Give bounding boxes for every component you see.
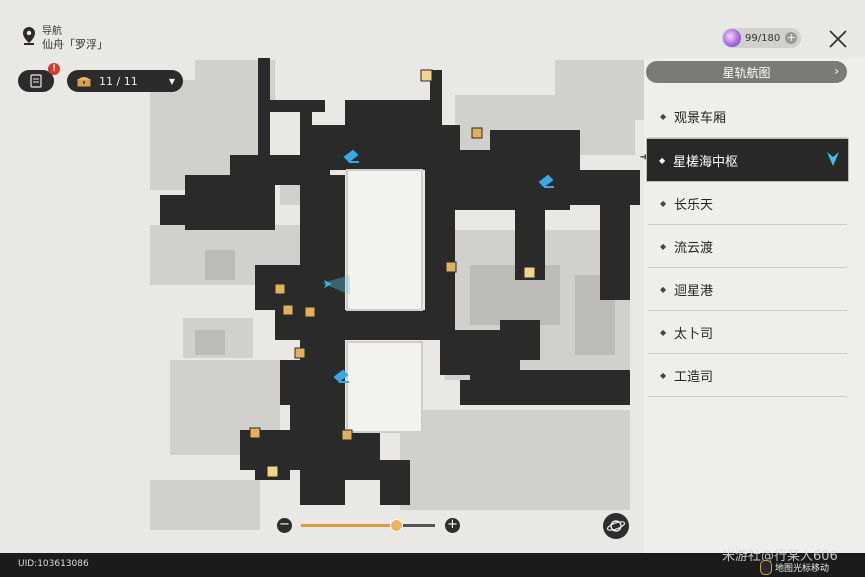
map-walkways xyxy=(160,58,640,505)
planet-icon[interactable] xyxy=(603,513,629,539)
book-icon xyxy=(30,74,42,88)
navigation-header: 导航 仙舟「罗浮」 xyxy=(22,26,108,52)
area-item[interactable]: ◆迴星港 xyxy=(648,268,847,311)
dropdown-arrow-icon: ▼ xyxy=(168,76,175,86)
area-item[interactable]: ◆长乐天 xyxy=(648,182,847,225)
power-value: 99/180 xyxy=(745,32,781,44)
location-pin-icon xyxy=(23,27,35,45)
alert-badge: ! xyxy=(48,63,60,75)
zoom-out-button[interactable]: − xyxy=(277,518,292,533)
cursor-hint-label: 地图光标移动 xyxy=(775,564,830,574)
diamond-icon: ◆ xyxy=(660,327,667,337)
close-icon[interactable] xyxy=(827,28,849,50)
zoom-in-button[interactable]: + xyxy=(445,518,460,533)
area-list: ◆观景车厢 ◆星槎海中枢 ◆长乐天 ◆流云渡 ◆迴星港 ◆太卜司 ◆工造司 xyxy=(646,95,849,397)
watermark: 米游社@行某人606 xyxy=(722,549,838,564)
bottom-bar xyxy=(0,553,865,577)
panel-title: 星轨航图 xyxy=(722,65,771,80)
zoom-handle[interactable] xyxy=(390,519,404,532)
zoom-fill xyxy=(301,524,397,527)
map-buildings-dark xyxy=(195,250,615,355)
diamond-icon: ◆ xyxy=(660,284,667,294)
zoom-slider[interactable] xyxy=(301,519,435,532)
area-item[interactable]: ◆工造司 xyxy=(648,354,847,397)
diamond-icon: ◆ xyxy=(660,241,667,251)
diamond-icon: ◆ xyxy=(660,198,667,208)
selection-pointer-icon: ➔ xyxy=(640,152,649,163)
area-item[interactable]: ◆流云渡 xyxy=(648,225,847,268)
teleport-icons[interactable] xyxy=(333,149,554,383)
exit-door-icons[interactable] xyxy=(266,69,536,478)
bell-marker-icons[interactable] xyxy=(249,127,483,441)
cursor-hint: 地图光标移动 xyxy=(760,560,829,575)
power-orb-icon xyxy=(723,29,741,47)
area-item[interactable]: ◆太卜司 xyxy=(648,311,847,354)
area-item-active[interactable]: ◆星槎海中枢 xyxy=(646,138,849,182)
diamond-icon: ◆ xyxy=(660,370,667,380)
uid-label: UID:103613086 xyxy=(18,559,89,569)
player-arrow-icon xyxy=(322,275,350,295)
area-item[interactable]: ◆观景车厢 xyxy=(648,95,847,138)
mouse-icon xyxy=(760,560,772,575)
treasure-chest-counter[interactable]: 11 / 11 ▼ xyxy=(67,70,183,92)
chevron-right-icon: › xyxy=(834,64,839,78)
map-courtyards xyxy=(346,169,423,433)
star-rail-map-button[interactable]: 星轨航图 › xyxy=(646,61,847,83)
header-title: 导航 xyxy=(42,26,62,37)
chest-count: 11 / 11 xyxy=(99,74,138,88)
current-location-icon xyxy=(827,152,839,166)
diamond-icon: ◆ xyxy=(659,155,666,165)
zoom-control: − + xyxy=(275,516,465,536)
header-location: 仙舟「罗浮」 xyxy=(42,38,108,51)
trailblaze-power[interactable]: 99/180 + xyxy=(722,28,802,48)
add-power-button[interactable]: + xyxy=(785,31,798,44)
mission-log-button[interactable]: ! xyxy=(18,63,60,92)
chest-icon xyxy=(77,76,91,86)
diamond-icon: ◆ xyxy=(660,111,667,121)
